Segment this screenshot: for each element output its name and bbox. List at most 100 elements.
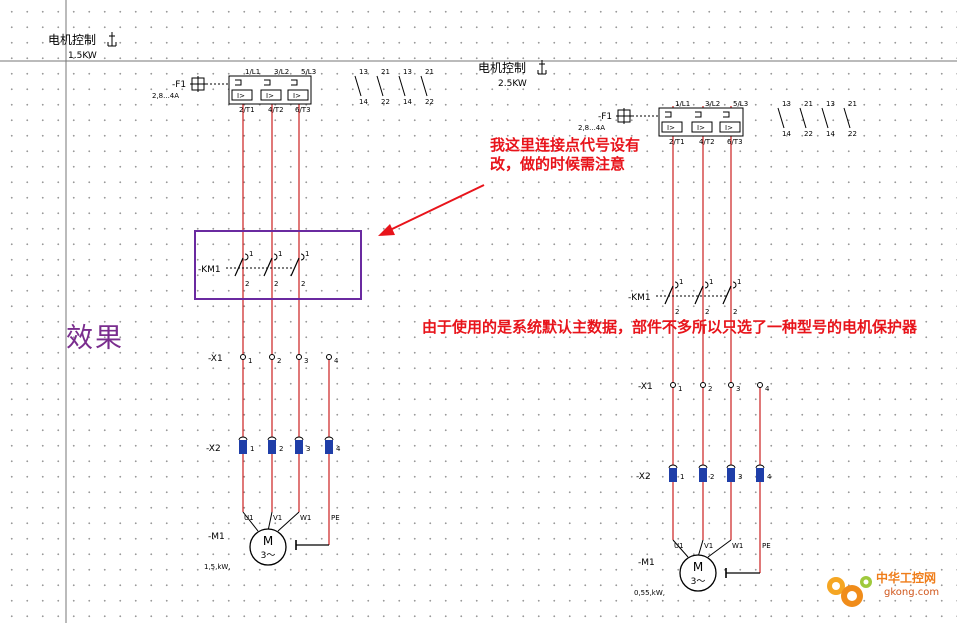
terminal-x2-tag: -X2 — [636, 472, 651, 482]
terminal-x2-tag: -X2 — [206, 444, 221, 454]
aux-contact — [420, 75, 428, 97]
aux-top-label: 13 — [403, 68, 412, 76]
aux-top-label: 21 — [381, 68, 390, 76]
breaker-contact — [264, 79, 271, 86]
aux-contact — [777, 107, 785, 129]
terminal-x2-block — [239, 440, 247, 454]
contactor-top-label: 1 — [709, 278, 713, 286]
effect-label: 效果 — [66, 323, 124, 354]
aux-bottom-label: 22 — [425, 98, 434, 106]
contactor-bottom-label: 2 — [705, 308, 709, 316]
terminal-x2-label: 1 — [680, 473, 684, 481]
terminal-x2-cap — [267, 436, 277, 441]
breaker-bottom-terminal: 4/T2 — [699, 138, 715, 146]
motor-tag: -M1 — [638, 558, 655, 568]
pointer-arrow — [378, 184, 485, 236]
breaker-trip-label: I> — [725, 124, 733, 132]
breaker-contact — [665, 111, 672, 118]
contactor-top-label: 1 — [249, 250, 253, 258]
ground-icon — [537, 60, 547, 75]
terminal-x2-label: 3 — [738, 473, 742, 481]
terminal-x2-cap — [698, 464, 708, 469]
motor-terminal-label: W1 — [732, 542, 743, 550]
terminal-x1-point — [757, 382, 763, 388]
motor-letter: M — [693, 560, 703, 574]
motor-letter: M — [263, 534, 273, 548]
aux-top-label: 21 — [804, 100, 813, 108]
breaker-bottom-terminal: 6/T3 — [727, 138, 743, 146]
breaker-trip-unit — [260, 89, 282, 101]
circuit-power: 2.5KW — [498, 79, 527, 89]
circuit-power: 1.5KW — [68, 51, 97, 61]
terminal-x1-label: 2 — [708, 385, 712, 393]
terminal-x2-cap — [668, 464, 678, 469]
terminal-x2-label: 4 — [767, 473, 772, 481]
terminal-x2-block — [325, 440, 333, 454]
contactor-contact — [664, 285, 674, 305]
terminal-x2-cap — [238, 436, 248, 441]
breaker-trip-unit — [287, 89, 309, 101]
circuit-title: 电机控制 — [48, 33, 96, 47]
motor-phase: 3～ — [691, 577, 706, 587]
terminal-x1-point — [240, 354, 246, 360]
breaker-contact — [291, 79, 298, 86]
contactor-arc — [244, 253, 249, 261]
aux-bottom-label: 22 — [848, 130, 857, 138]
contactor-contact — [694, 285, 704, 305]
ground-icon — [107, 32, 117, 47]
breaker-top-terminal: 1/L1 — [675, 100, 690, 108]
terminal-x2-label: 1 — [250, 445, 254, 453]
aux-bottom-label: 22 — [381, 98, 390, 106]
aux-top-label: 13 — [782, 100, 791, 108]
terminal-x2-block — [268, 440, 276, 454]
contactor-contact — [263, 257, 273, 277]
motor-power: 1,5,kW, — [204, 563, 231, 571]
aux-contact — [821, 107, 829, 129]
breaker-top-terminal: 5/L3 — [301, 68, 316, 76]
breaker-contact — [723, 111, 730, 118]
breaker-trip-label: I> — [266, 92, 274, 100]
breaker-trip-unit — [231, 89, 253, 101]
aux-bottom-label: 14 — [359, 98, 368, 106]
contactor-top-label: 1 — [278, 250, 282, 258]
terminal-x2-cap — [294, 436, 304, 441]
contactor-arc — [732, 281, 737, 289]
breaker-trip-label: I> — [667, 124, 675, 132]
contactor-bottom-label: 2 — [274, 280, 278, 288]
breaker-handle-icon — [190, 76, 206, 92]
contactor-top-label: 1 — [737, 278, 741, 286]
terminal-x2-block — [699, 468, 707, 482]
contactor-arc — [704, 281, 709, 289]
motor-body — [679, 554, 717, 592]
aux-top-label: 13 — [359, 68, 368, 76]
contactor-arc — [674, 281, 679, 289]
contactor-bottom-label: 2 — [733, 308, 737, 316]
breaker-contact — [235, 79, 242, 86]
terminal-x1-label: 4 — [334, 357, 339, 365]
gear-icon — [827, 576, 872, 607]
terminal-x2-cap — [755, 464, 765, 469]
motor-terminal-label: U1 — [244, 514, 254, 522]
terminal-x2-block — [669, 468, 677, 482]
contactor-arc — [300, 253, 305, 261]
breaker-trip-label: I> — [697, 124, 705, 132]
watermark-name: 中华工控网 — [876, 570, 936, 585]
aux-contact — [799, 107, 807, 129]
terminal-x2-label: 4 — [336, 445, 341, 453]
contactor-tag: -KM1 — [198, 265, 221, 275]
breaker-contact — [695, 111, 702, 118]
breaker-tag: -F1 — [172, 80, 186, 90]
contactor-contact — [290, 257, 300, 277]
terminal-x2-cap — [726, 464, 736, 469]
aux-contact — [354, 75, 362, 97]
contactor-bottom-label: 2 — [675, 308, 679, 316]
aux-bottom-label: 14 — [403, 98, 412, 106]
contactor-contact — [722, 285, 732, 305]
breaker-range: 2,8...4A — [578, 124, 605, 132]
breaker-top-terminal: 3/L2 — [274, 68, 289, 76]
breaker-handle-icon — [616, 108, 632, 124]
breaker-trip-unit — [661, 121, 683, 133]
